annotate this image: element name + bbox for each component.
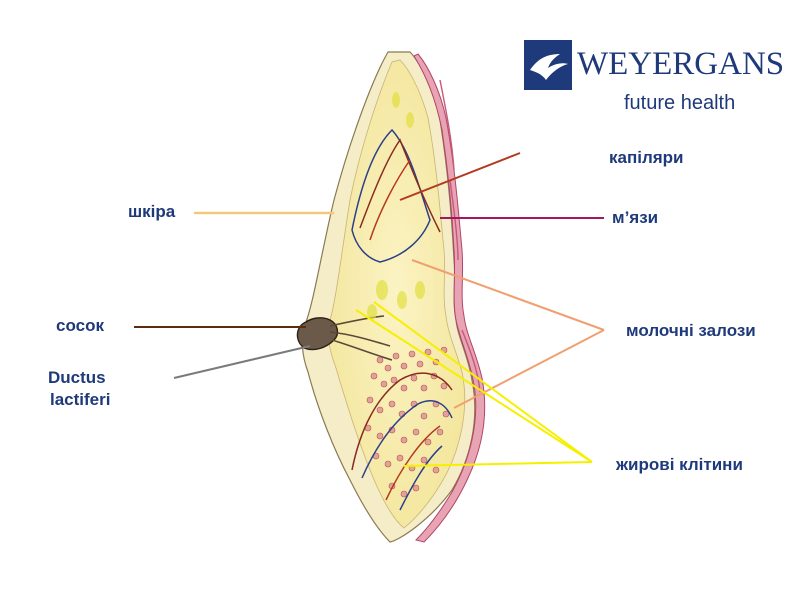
- vessels: [351, 128, 453, 511]
- fat-leader-1: [355, 309, 593, 463]
- label-capillaries: капіляри: [609, 148, 684, 167]
- brand-name: WEYERGANS: [577, 46, 785, 82]
- fat-dabs: [367, 92, 425, 320]
- muscle-layer: [413, 53, 486, 543]
- label-ductus-line2: lactiferi: [50, 390, 111, 409]
- label-nipple: сосок: [56, 316, 104, 335]
- bird-logo-icon: [524, 40, 572, 90]
- fat-leader-2: [373, 301, 593, 463]
- label-ductus-line1: Ductus: [48, 368, 106, 387]
- label-skin: шкіра: [128, 202, 176, 221]
- fat-region: [328, 59, 466, 529]
- ductus-leader: [173, 345, 311, 379]
- gland-leader-1: [411, 259, 605, 331]
- gland-leader-2: [453, 329, 605, 409]
- capillary-leader: [399, 152, 521, 201]
- label-fat-cells: жирові клітини: [616, 455, 743, 474]
- label-mammary-glands: молочні залози: [626, 321, 756, 340]
- label-muscles: м’язи: [612, 208, 659, 227]
- fat-leader-3: [403, 461, 593, 467]
- brand-tagline: future health: [624, 92, 736, 114]
